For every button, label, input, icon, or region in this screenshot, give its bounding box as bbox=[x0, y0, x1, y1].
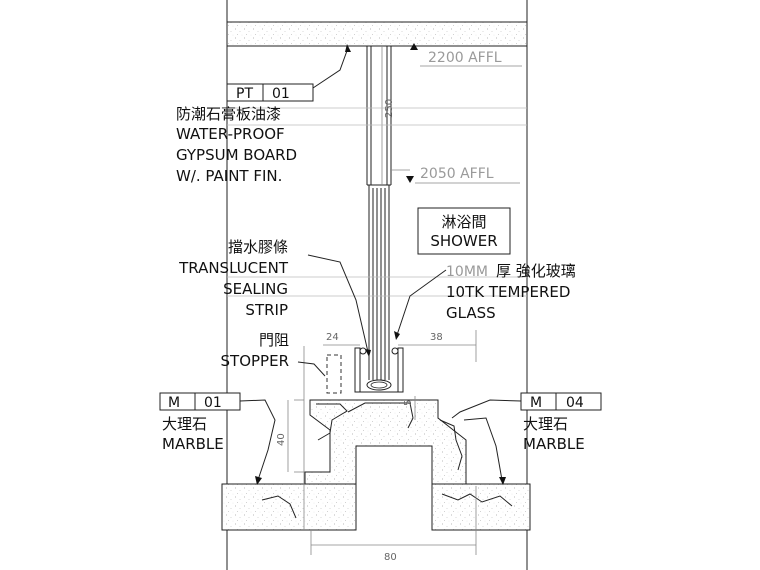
marble-right-tag: M 04 bbox=[520, 392, 602, 411]
shower-note-line-2: SHOWER bbox=[430, 232, 497, 250]
level-marker-lower bbox=[390, 169, 520, 184]
marble-right-tag-num: 04 bbox=[566, 395, 584, 411]
marble-left-tag-code: M bbox=[168, 395, 180, 411]
ceiling-slab bbox=[226, 21, 528, 47]
glass-panel bbox=[366, 185, 392, 391]
stopper-note: 門阻 STOPPER bbox=[221, 331, 289, 370]
marble-right-tag-code: M bbox=[530, 395, 542, 411]
floor-slab-right bbox=[431, 483, 531, 531]
sealing-note-line-2: TRANSLUCENT bbox=[178, 259, 289, 277]
sealing-note-line-3: SEALING bbox=[223, 280, 288, 298]
paint-note-line-1: 防潮石膏板油漆 bbox=[176, 105, 281, 123]
paint-note-line-2: WATER-PROOF bbox=[176, 125, 285, 143]
glass-note-line-1: 厚 強化玻璃 bbox=[496, 262, 576, 280]
paint-note-line-4: W/. PAINT FIN. bbox=[176, 167, 282, 185]
stopper-outline bbox=[326, 354, 342, 394]
paint-tag-code: PT bbox=[236, 86, 253, 102]
dimension-lines bbox=[287, 46, 477, 555]
dim-24: 24 bbox=[326, 332, 339, 343]
floor-slab-left bbox=[221, 483, 357, 531]
marble-left-note-line-1: 大理石 bbox=[162, 415, 207, 433]
marble-left-tag-num: 01 bbox=[204, 395, 222, 411]
paint-tag: PT 01 bbox=[226, 83, 314, 102]
shower-note-line-1: 淋浴間 bbox=[441, 213, 486, 231]
dim-80: 80 bbox=[384, 552, 397, 563]
sealing-note-line-4: STRIP bbox=[245, 301, 288, 319]
shower-label-box bbox=[417, 207, 511, 255]
paint-note: 防潮石膏板油漆 WATER-PROOF GYPSUM BOARD W/. PAI… bbox=[176, 105, 297, 185]
leader-lines bbox=[227, 44, 527, 485]
sealing-note-line-1: 擋水膠條 bbox=[228, 238, 288, 256]
glass-note-thickness: 10MM bbox=[446, 264, 488, 280]
stopper-note-line-2: STOPPER bbox=[221, 352, 289, 370]
marble-left-tag: M 01 bbox=[159, 392, 241, 411]
level-top-label: 2200 AFFL bbox=[428, 50, 502, 66]
gypsum-wall bbox=[366, 46, 392, 186]
marble-right-note: 大理石 MARBLE bbox=[523, 415, 585, 453]
dim-250: 250 bbox=[384, 99, 395, 118]
shower-note: 淋浴間 SHOWER bbox=[430, 213, 497, 250]
marble-left-note-line-2: MARBLE bbox=[162, 435, 224, 453]
sealing-note: 擋水膠條 TRANSLUCENT SEALING STRIP bbox=[178, 238, 289, 319]
level-lower-label: 2050 AFFL bbox=[420, 166, 494, 182]
marble-right-note-line-1: 大理石 bbox=[523, 415, 568, 433]
stopper-note-line-1: 門阻 bbox=[259, 331, 289, 349]
marble-left-note: 大理石 MARBLE bbox=[162, 415, 224, 453]
dim-40: 40 bbox=[276, 433, 287, 446]
glass-note: 10MM 厚 強化玻璃 10TK TEMPERED GLASS bbox=[446, 262, 576, 322]
glass-note-line-2: 10TK TEMPERED bbox=[446, 283, 570, 301]
marble-right-note-line-2: MARBLE bbox=[523, 435, 585, 453]
dim-38: 38 bbox=[430, 332, 443, 343]
paint-tag-num: 01 bbox=[272, 86, 290, 102]
glass-channel bbox=[354, 347, 404, 393]
paint-note-line-3: GYPSUM BOARD bbox=[176, 146, 297, 164]
dim-5: 5 bbox=[403, 400, 414, 406]
level-marker-top bbox=[410, 43, 522, 67]
glass-note-line-3: GLASS bbox=[446, 304, 496, 322]
